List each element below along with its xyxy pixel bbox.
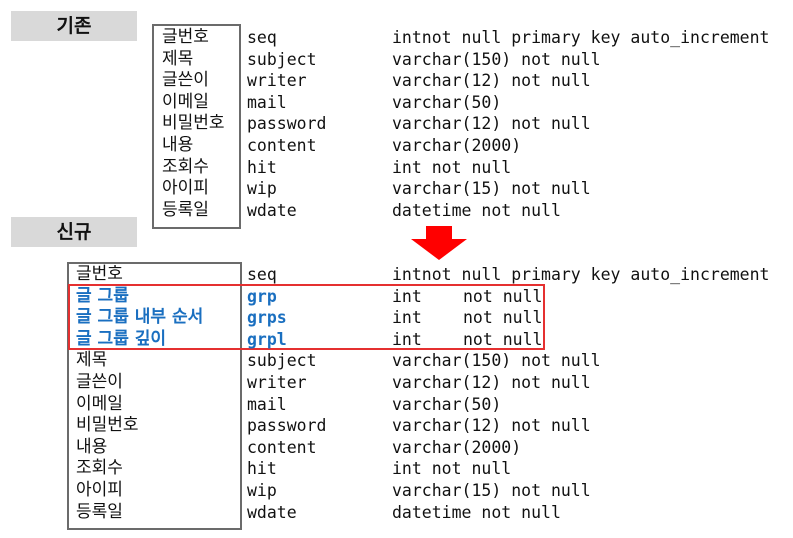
field-korean-name: 조회수 — [76, 458, 123, 479]
field-column-name: grp — [247, 286, 277, 306]
added-field-row: 글 그룹 grp int not null — [0, 286, 793, 308]
table-row: 제목 subject varchar(150) not null — [0, 49, 793, 71]
table-row: 비밀번호 password varchar(12) not null — [0, 113, 793, 135]
field-column-name: seq — [247, 28, 277, 47]
field-definition: datetime not null — [392, 502, 561, 522]
field-definition: varchar(12) not null — [392, 71, 591, 91]
field-korean-name: 글 그룹 깊이 — [76, 328, 167, 349]
table-row: 비밀번호 password varchar(12) not null — [0, 415, 793, 437]
field-korean-name: 내용 — [76, 436, 108, 457]
field-type: int — [392, 308, 422, 328]
old-korean-column-frame — [152, 24, 241, 229]
field-definition: datetime not null — [392, 200, 561, 220]
table-row: 글쓴이 writer varchar(12) not null — [0, 70, 793, 92]
field-column-name: content — [247, 437, 317, 457]
table-row: 아이피 wip varchar(15) not null — [0, 480, 793, 502]
table-row: 내용 content varchar(2000) — [0, 135, 793, 157]
field-korean-name: 조회수 — [162, 156, 209, 177]
table-row: 제목 subject varchar(150) not null — [0, 350, 793, 372]
field-korean-name: 등록일 — [162, 199, 209, 220]
section-label-old: 기존 — [11, 11, 137, 41]
field-column-name: password — [247, 114, 327, 134]
field-korean-name: 아이피 — [162, 178, 209, 199]
field-korean-name: 아이피 — [76, 480, 123, 500]
table-row: 등록일 wdate datetime not null — [0, 502, 793, 524]
field-korean-name: 비밀번호 — [162, 113, 225, 134]
field-definition: intnot null primary key auto_increment — [392, 28, 770, 47]
field-definition: varchar(15) not null — [392, 481, 591, 500]
field-definition: int not null — [392, 459, 512, 479]
new-schema-table: 글번호 seq intnot null primary key auto_incre… — [0, 264, 793, 528]
new-korean-column-frame — [67, 262, 242, 530]
added-field-row: 글 그룹 내부 순서 grps int not null — [0, 307, 793, 329]
table-row: 아이피 wip varchar(15) not null — [0, 178, 793, 200]
field-definition: varchar(50) — [392, 92, 502, 112]
field-column-name: writer — [247, 373, 307, 392]
field-column-name: hit — [247, 459, 277, 479]
table-row: 내용 content varchar(2000) — [0, 437, 793, 459]
field-korean-name: 글쓴이 — [162, 70, 209, 91]
field-definition: varchar(15) not null — [392, 179, 591, 199]
field-definition: int not null — [392, 157, 512, 177]
field-korean-name: 이메일 — [162, 91, 209, 112]
field-column-name: hit — [247, 157, 277, 177]
field-column-name: subject — [247, 351, 317, 371]
field-constraint: not null — [463, 308, 543, 328]
section-label-new: 신규 — [11, 217, 137, 247]
table-row: 글번호 seq intnot null primary key auto_incre… — [0, 264, 793, 286]
field-column-name: wip — [247, 481, 277, 500]
added-field-row: 글 그룹 깊이 grpl int not null — [0, 329, 793, 351]
field-definition: varchar(12) not null — [392, 416, 591, 436]
field-korean-name: 등록일 — [76, 501, 123, 522]
field-column-name: subject — [247, 49, 317, 69]
field-column-name: seq — [247, 265, 277, 284]
field-definition: intnot null primary key auto_increment — [392, 265, 770, 284]
field-constraint: not null — [463, 286, 543, 306]
field-definition: varchar(150) not null — [392, 49, 601, 69]
field-column-name: grps — [247, 308, 287, 328]
field-definition: varchar(50) — [392, 394, 502, 414]
field-definition: varchar(12) not null — [392, 373, 591, 392]
field-korean-name: 글번호 — [162, 27, 209, 47]
field-column-name: grpl — [247, 329, 287, 349]
field-column-name: wip — [247, 179, 277, 199]
field-korean-name: 제목 — [76, 350, 108, 371]
field-column-name: writer — [247, 71, 307, 91]
table-row: 글번호 seq intnot null primary key auto_incre… — [0, 27, 793, 49]
field-column-name: wdate — [247, 200, 297, 220]
field-type: int — [392, 286, 422, 306]
field-constraint: not null — [463, 329, 543, 349]
field-definition: varchar(2000) — [392, 136, 522, 155]
field-korean-name: 이메일 — [76, 393, 123, 414]
table-row: 이메일 mail varchar(50) — [0, 92, 793, 114]
field-column-name: content — [247, 136, 317, 155]
field-column-name: password — [247, 416, 327, 436]
table-row: 조회수 hit int not null — [0, 458, 793, 480]
field-definition: varchar(150) not null — [392, 351, 601, 371]
field-korean-name: 글 그룹 내부 순서 — [76, 307, 204, 328]
field-korean-name: 글 그룹 — [76, 285, 129, 306]
field-column-name: mail — [247, 394, 287, 414]
field-korean-name: 내용 — [162, 135, 194, 155]
table-row: 조회수 hit int not null — [0, 157, 793, 179]
field-korean-name: 제목 — [162, 48, 194, 69]
added-fields-highlight — [68, 284, 545, 350]
field-definition: varchar(12) not null — [392, 114, 591, 134]
field-korean-name: 글번호 — [76, 264, 123, 284]
field-column-name: mail — [247, 92, 287, 112]
field-column-name: wdate — [247, 502, 297, 522]
old-schema-table: 글번호 seq intnot null primary key auto_incre… — [0, 27, 793, 225]
down-arrow-icon — [411, 226, 467, 260]
field-definition: varchar(2000) — [392, 437, 522, 457]
table-row: 글쓴이 writer varchar(12) not null — [0, 372, 793, 394]
table-row: 등록일 wdate datetime not null — [0, 200, 793, 222]
field-korean-name: 비밀번호 — [76, 415, 139, 436]
field-type: int — [392, 329, 422, 349]
field-korean-name: 글쓴이 — [76, 372, 123, 392]
table-row: 이메일 mail varchar(50) — [0, 394, 793, 416]
